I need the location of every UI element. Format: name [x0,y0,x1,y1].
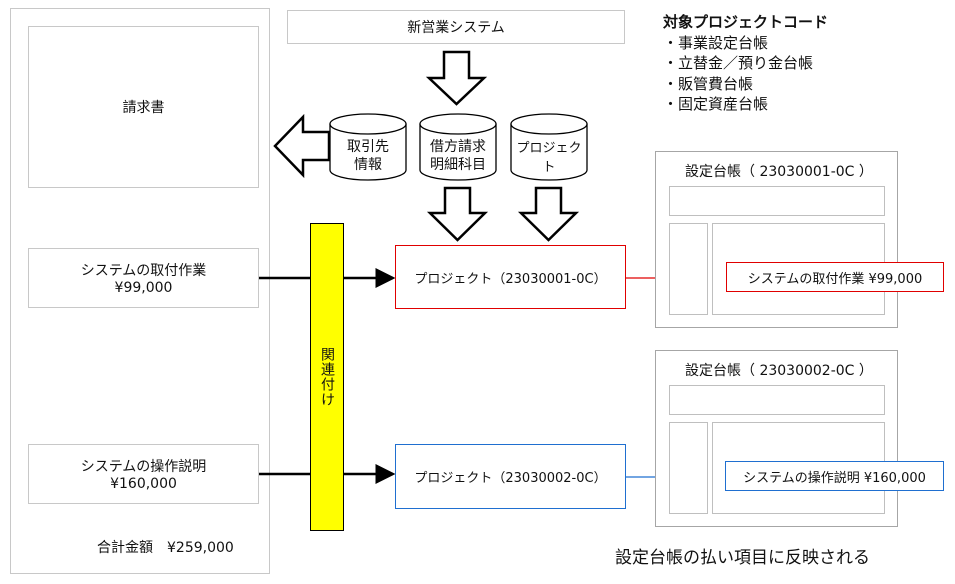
link-bar: 関連付け [310,223,344,531]
ledger-title-2: 設定台帳（ 23030002-0C ） [685,363,873,379]
block-arrow-down-2 [426,186,489,242]
ledger-2-side [669,422,708,514]
ledger-item-1: システムの取付作業 ¥99,000 [726,262,944,292]
block-arrow-down-3 [517,186,580,242]
invoice-line-1-name: システムの取付作業 [80,263,207,279]
ledger-1-bar [669,186,885,216]
block-arrow-left [273,113,331,179]
project-code-item: ・販管費台帳 [663,74,754,93]
invoice-line-2-name: システムの操作説明 [80,459,207,475]
invoice-total: 合計金額 ¥259,000 [97,540,234,556]
invoice-title: 請求書 [28,26,259,188]
invoice-line-1-amount: ¥99,000 [114,280,173,296]
project-code-item: ・事業設定台帳 [663,33,769,52]
cylinder-client-info-label: 取引先 情報 [347,139,389,173]
project-code-item: ・立替金／預り金台帳 [663,54,814,72]
project-code-item: ・固定資産台帳 [663,95,769,113]
project-code-title: 対象プロジェクトコード [663,13,829,31]
ledger-2-bar [669,385,885,415]
project-box-1: プロジェクト（23030001-0C） [395,245,626,309]
ledger-title-1: 設定台帳（ 23030001-0C ） [685,164,873,180]
invoice-line-2: システムの操作説明 ¥160,000 [28,444,259,504]
project-box-2: プロジェクト（23030002-0C） [395,444,626,509]
ledger-item-2: システムの操作説明 ¥160,000 [725,461,944,491]
cylinder-project-label: プロジェクト [516,141,582,175]
invoice-line-1: システムの取付作業 ¥99,000 [28,248,259,308]
block-arrow-down-1 [425,50,488,106]
system-box: 新営業システム [287,10,625,44]
caption: 設定台帳の払い項目に反映される [615,548,870,568]
invoice-line-2-amount: ¥160,000 [110,476,177,492]
ledger-1-side [669,223,708,315]
link-bar-label: 関連付け [319,347,335,407]
cylinder-debit-item-label: 借方請求 明細科目 [430,139,486,173]
project-code-list: 対象プロジェクトコード ・事業設定台帳 ・立替金／預り金台帳 ・販管費台帳 ・固… [663,12,828,115]
